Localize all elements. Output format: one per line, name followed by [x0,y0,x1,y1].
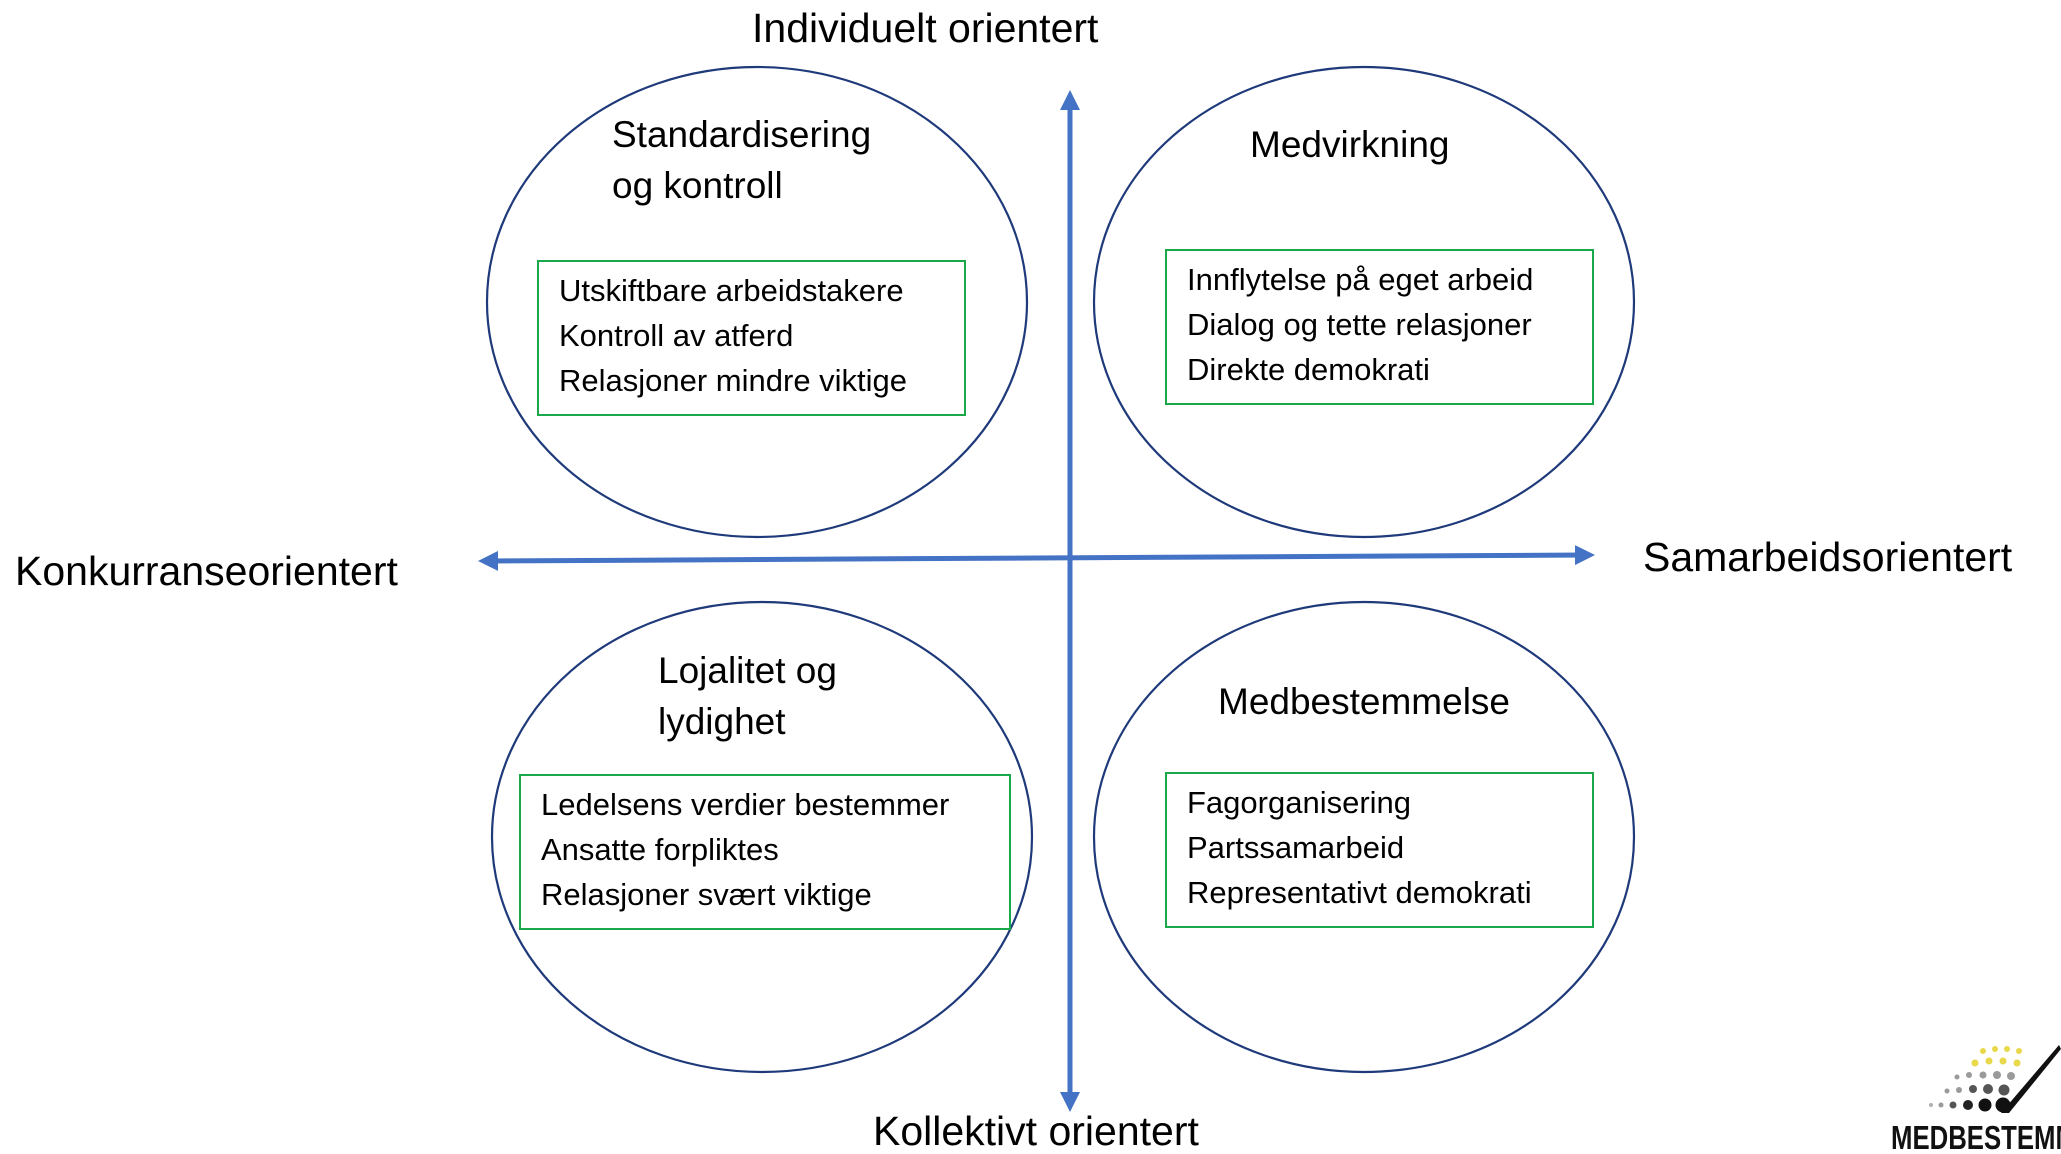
list-item: Dialog og tette relasjoner [1187,307,1532,342]
list-item: Partssamarbeid [1187,830,1405,865]
logo-text: MEDBESTEMMELSESB [1891,1119,2061,1154]
axis-label-bottom: Kollektivt orientert [873,1108,1199,1154]
quadrant-title-top-left: Standardisering og kontroll [612,114,872,206]
quadrant-box-top-left: Utskiftbare arbeidstakere Kontroll av at… [537,260,966,416]
quadrant-box-bottom-right: Fagorganisering Partssamarbeid Represent… [1165,772,1594,928]
list-item: Representativt demokrati [1187,875,1532,910]
list-item: Ledelsens verdier bestemmer [541,787,950,822]
horizontal-axis-arrow [478,545,1595,571]
axis-label-top: Individuelt orientert [752,5,1099,51]
list-item: Relasjoner svært viktige [541,877,872,912]
quadrant-title-bottom-left: Lojalitet og lydighet [658,650,837,742]
brand-logo: MEDBESTEMMELSESB [1891,1039,2061,1154]
list-item: Fagorganisering [1187,785,1412,820]
list-item: Direkte demokrati [1187,352,1430,387]
list-item: Innflytelse på eget arbeid [1187,262,1534,297]
quadrant-box-top-right: Innflytelse på eget arbeid Dialog og tet… [1165,249,1594,405]
axis-label-left: Konkurranseorientert [15,548,398,594]
quadrant-ellipse-top-left [485,65,1029,539]
quadrant-box-bottom-left: Ledelsens verdier bestemmer Ansatte forp… [519,774,1011,930]
dot-fan-logo-icon [1929,1045,2061,1113]
list-item: Relasjoner mindre viktige [559,363,908,398]
list-item: Ansatte forpliktes [541,832,779,867]
quadrant-ellipse-top-right [1092,65,1636,539]
quadrant-ellipse-bottom-left [490,600,1034,1074]
list-item: Kontroll av atferd [559,318,794,353]
quadrant-title-top-right: Medvirkning [1250,124,1450,165]
axis-label-right: Samarbeidsorientert [1643,534,2013,580]
list-item: Utskiftbare arbeidstakere [559,273,904,308]
quadrant-title-bottom-right: Medbestemmelse [1218,681,1511,722]
quadrant-ellipse-bottom-right [1092,600,1636,1074]
